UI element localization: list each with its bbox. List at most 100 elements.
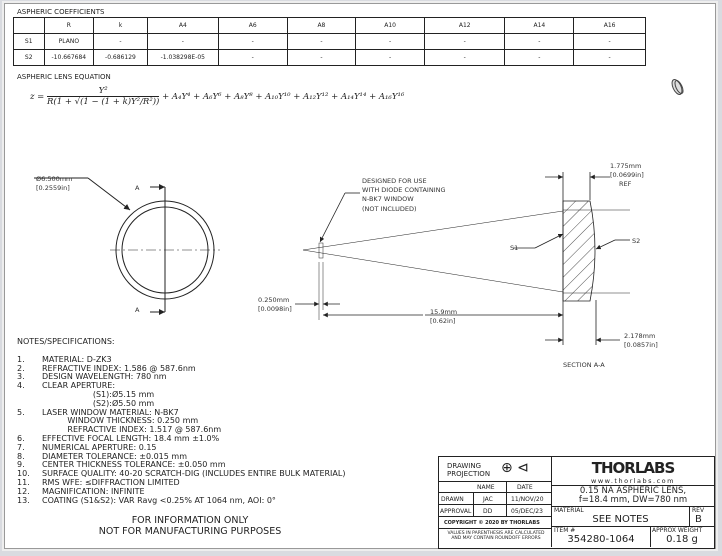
coefficients-title: ASPHERIC COEFFICIENTS xyxy=(17,8,105,16)
note-item: 8. DIAMETER TOLERANCE: ±0.015 mm xyxy=(17,451,345,462)
note-text: RMS WFE: ≤DIFFRACTION LIMITED xyxy=(42,477,180,487)
thorlabs-logo: THORLABS xyxy=(591,459,676,477)
description-line-1: 0.15 NA ASPHERIC LENS, xyxy=(552,485,714,496)
equation-title: ASPHERIC LENS EQUATION xyxy=(17,73,111,81)
name-header: NAME xyxy=(477,484,495,491)
ct-in: [0.0699in] xyxy=(610,171,644,179)
note-item: WINDOW THICKNESS: 0.250 mm xyxy=(17,417,345,426)
table-cell: S2 xyxy=(13,49,45,66)
note-number: 7. xyxy=(17,442,25,452)
note-item: (S1):Ø5.15 mm xyxy=(17,389,345,400)
note-text: DIAMETER TOLERANCE: ±0.015 mm xyxy=(42,451,187,461)
distance-mm: 15.9mm xyxy=(430,308,457,316)
note-text: WINDOW THICKNESS: 0.250 mm xyxy=(42,416,199,426)
website-url: www.thorlabs.com xyxy=(591,477,675,485)
note-item: 10. SURFACE QUALITY: 40-20 SCRATCH-DIG (I… xyxy=(17,469,346,479)
copyright: COPYRIGHT © 2020 BY THORLABS xyxy=(444,520,540,526)
note-item: 4. CLEAR APERTURE: xyxy=(17,381,345,391)
section-label: SECTION A-A xyxy=(563,361,605,369)
note-number: 9. xyxy=(17,460,25,470)
s1-label: S1 xyxy=(510,244,518,252)
window-mm: 0.250mm xyxy=(258,296,289,304)
note-number: 1. xyxy=(17,354,25,364)
notes-title: NOTES/SPECIFICATIONS: xyxy=(17,337,115,346)
note-number: 2. xyxy=(17,363,25,373)
note-line-3: N-BK7 WINDOW xyxy=(362,195,414,203)
note-text: CENTER THICKNESS TOLERANCE: ±0.050 mm xyxy=(42,460,226,470)
note-number: 12. xyxy=(17,486,30,496)
note-text: (S1):Ø5.15 mm xyxy=(42,389,155,399)
note-item: 12. MAGNIFICATION: INFINITE xyxy=(17,486,345,497)
table-cell: - xyxy=(423,49,506,66)
note-item: 3.DESIGN WAVELENGTH: 780 nm xyxy=(17,373,345,382)
date-header: DATE xyxy=(517,484,533,491)
note-text: EFFECTIVE FOCAL LENGTH: 18.4 mm ±1.0% xyxy=(42,433,220,443)
note-text: REFRACTIVE INDEX: 1.517 @ 587.6nm xyxy=(42,425,222,435)
footer-line-2: NOT FOR MANUFACTURING PURPOSES xyxy=(98,526,282,537)
note-number: 11. xyxy=(17,477,30,487)
eq-numerator: Y² xyxy=(47,86,160,97)
rev-value: B xyxy=(695,514,702,525)
et-in: [0.0857in] xyxy=(624,341,658,349)
lens-3d-icon xyxy=(671,79,684,95)
section-view xyxy=(295,172,630,345)
drawn-date: 11/NOV/20 xyxy=(511,496,544,503)
note-item: 9. CENTER THICKNESS TOLERANCE: ±0.050 mm xyxy=(17,461,345,470)
table-cell: -10.667684 xyxy=(43,49,95,66)
note-line-1: DESIGNED FOR USE xyxy=(362,177,427,185)
note-item: 5.LASER WINDOW MATERIAL: N-BK7 xyxy=(17,407,345,418)
eq-rhs: + A₄Y⁴ + A₆Y⁶ + A₈Y⁸ + A₁₀Y¹⁰ + A₁₂Y¹² +… xyxy=(162,92,405,102)
note-text: NUMERICAL APERTURE: 0.15 xyxy=(42,442,157,452)
note-number: 8. xyxy=(17,451,25,461)
note-number: 3. xyxy=(17,372,25,382)
s2-label: S2 xyxy=(632,237,640,245)
table-cell: - xyxy=(573,49,646,66)
note-text: MAGNIFICATION: INFINITE xyxy=(42,486,145,496)
front-view xyxy=(34,177,220,315)
note-text: (S2):Ø5.50 mm xyxy=(42,398,155,408)
note-item: REFRACTIVE INDEX: 1.517 @ 587.6nm xyxy=(17,425,345,435)
note-text: CLEAR APERTURE: xyxy=(42,381,116,391)
note-number: 10. xyxy=(17,469,30,479)
eq-denominator: R(1 + √(1 − (1 + k)Y²/R²)) xyxy=(47,97,160,107)
note-number: 5. xyxy=(17,407,25,417)
projection-label: DRAWING PROJECTION xyxy=(447,462,491,478)
approval-label: APPROVAL xyxy=(440,508,472,515)
note-item: (S2):Ø5.50 mm xyxy=(17,398,345,409)
note-text: REFRACTIVE INDEX: 1.586 @ 587.6nm xyxy=(42,363,196,373)
note-text: COATING (S1&S2): VAR Ravg <0.25% AT 1064… xyxy=(42,495,276,505)
distance-in: [0.62in] xyxy=(430,317,455,325)
ct-ref: REF xyxy=(619,180,632,188)
material-header: MATERIAL xyxy=(554,507,584,514)
note-number: 6. xyxy=(17,433,25,443)
approval-name: DD xyxy=(483,508,493,515)
section-mark-top: A xyxy=(135,184,140,192)
drawn-label: DRAWN xyxy=(441,496,464,503)
drawing-sheet xyxy=(4,3,716,549)
item-number: 354280-1064 xyxy=(567,534,635,545)
weight-value: 0.18 g xyxy=(666,534,698,545)
table-row: S2-10.667684-0.686129-1.038298E-05------ xyxy=(13,49,646,66)
ct-mm: 1.775mm xyxy=(610,162,641,170)
note-line-4: (NOT INCLUDED) xyxy=(362,205,417,213)
note-item: 2. REFRACTIVE INDEX: 1.586 @ 587.6nm xyxy=(17,363,345,374)
disclaimer: VALUES IN PARENTHESIS ARE CALCULATED AND… xyxy=(447,531,545,541)
note-number: 13. xyxy=(17,495,30,505)
note-item: 11. RMS WFE: ≤DIFFRACTION LIMITED xyxy=(17,477,345,488)
et-mm: 2.178mm xyxy=(624,332,655,340)
note-text: MATERIAL: D-ZK3 xyxy=(42,354,112,364)
dia-in: [0.2559in] xyxy=(36,184,70,192)
note-item: 1. MATERIAL: D-ZK3 xyxy=(17,354,345,365)
note-item: 6. EFFECTIVE FOCAL LENGTH: 18.4 mm ±1.0% xyxy=(17,433,345,444)
footer-disclaimer: FOR INFORMATION ONLY NOT FOR MANUFACTURI… xyxy=(90,515,290,537)
note-number: 4. xyxy=(17,381,25,391)
projection-symbol-icon: ⊕ ⊲ xyxy=(501,460,529,476)
description-line-2: f=18.4 mm, DW=780 nm xyxy=(578,495,688,505)
rev-header: REV xyxy=(692,507,705,514)
footer-line-1: FOR INFORMATION ONLY xyxy=(131,515,249,526)
note-text: SURFACE QUALITY: 40-20 SCRATCH-DIG (INCL… xyxy=(42,469,346,479)
